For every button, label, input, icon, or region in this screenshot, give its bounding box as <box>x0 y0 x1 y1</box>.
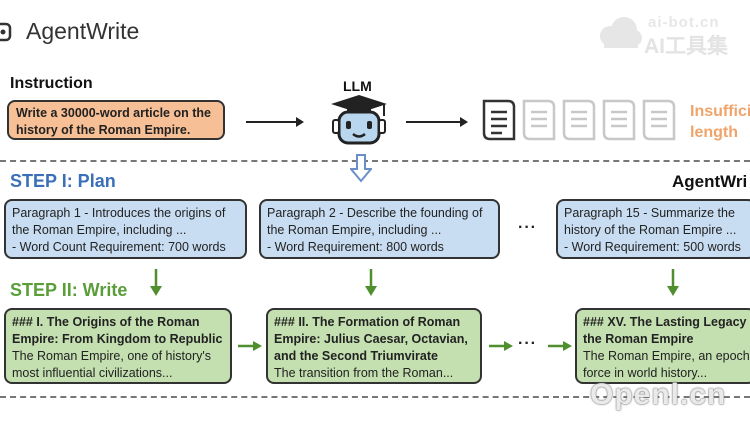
plan-line: - Word Count Requirement: 700 words <box>12 240 226 254</box>
watermark-line1: ai-bot.cn <box>648 14 720 31</box>
plan-box: Paragraph 1 - Introduces the origins of … <box>4 199 247 259</box>
plan-line: - Word Requirement: 800 words <box>267 240 444 254</box>
arrow-right-icon <box>246 117 304 127</box>
write-body-line: The transition from the Roman... <box>274 366 454 380</box>
plan-line: history of the Roman Empire ... <box>564 223 737 237</box>
plan-box: Paragraph 2 - Describe the founding of t… <box>259 199 500 259</box>
ellipsis: ··· <box>518 335 537 352</box>
dashed-divider <box>0 160 750 162</box>
arrow-right-icon <box>548 341 572 351</box>
document-icon <box>482 99 516 141</box>
plan-line: - Word Requirement: 500 words <box>564 240 741 254</box>
app-logo-icon <box>0 22 12 42</box>
instruction-line: Write a 30000-word article on the <box>16 106 211 120</box>
document-icon <box>642 99 676 141</box>
write-body-line: The Roman Empire, an epoch <box>583 349 750 363</box>
arrow-right-icon <box>489 341 513 351</box>
plan-line: the Roman Empire, including ... <box>267 223 442 237</box>
write-heading-line: Empire: Julius Caesar, Octavian, <box>274 332 468 346</box>
instruction-line: history of the Roman Empire. <box>16 123 191 137</box>
ellipsis: ··· <box>518 219 537 236</box>
write-heading-line: ### XV. The Lasting Legacy of <box>583 315 750 329</box>
document-icon <box>602 99 636 141</box>
write-box: ### II. The Formation of Roman Empire: J… <box>266 308 482 384</box>
arrow-right-icon <box>238 341 262 351</box>
document-stack <box>482 99 676 141</box>
write-heading-line: ### I. The Origins of the Roman <box>12 315 200 329</box>
write-heading-line: Empire: From Kingdom to Republic <box>12 332 223 346</box>
plan-box: Paragraph 15 - Summarize the history of … <box>556 199 750 259</box>
instruction-box: Write a 30000-word article on the histor… <box>7 100 225 140</box>
write-body-line: most influential civilizations... <box>12 366 173 380</box>
plan-line: the Roman Empire, including ... <box>12 223 187 237</box>
write-box: ### I. The Origins of the Roman Empire: … <box>4 308 232 384</box>
write-heading-line: and the Second Triumvirate <box>274 349 438 363</box>
step1-label: STEP I: Plan <box>10 171 116 191</box>
dashed-divider <box>0 396 750 398</box>
hollow-arrow-down-icon <box>350 154 372 183</box>
write-body-line: force in world history... <box>583 366 708 380</box>
arrow-down-icon <box>667 269 679 296</box>
llm-label: LLM <box>343 78 372 94</box>
document-icon <box>522 99 556 141</box>
plan-line: Paragraph 1 - Introduces the origins of <box>12 206 226 220</box>
step2-label: STEP II: Write <box>10 280 128 300</box>
arrow-right-icon <box>406 117 468 127</box>
watermark-line2: AI工具集 <box>644 35 728 58</box>
write-heading-line: the Roman Empire <box>583 332 694 346</box>
insufficient-line: length <box>690 124 738 141</box>
watermark-bottom: Openl.cn <box>590 378 727 411</box>
insufficient-line: Insuffici <box>690 103 750 120</box>
app-title: AgentWrite <box>26 18 140 44</box>
write-heading-line: ### II. The Formation of Roman <box>274 315 461 329</box>
watermark-top: ai-bot.cn AI工具集 <box>596 14 741 58</box>
write-box: ### XV. The Lasting Legacy of the Roman … <box>575 308 750 384</box>
plan-line: Paragraph 15 - Summarize the <box>564 206 735 220</box>
plan-line: Paragraph 2 - Describe the founding of <box>267 206 483 220</box>
document-icon <box>562 99 596 141</box>
agentwrite-label: AgentWri <box>672 172 748 191</box>
graduate-robot-icon <box>331 95 387 145</box>
instruction-label: Instruction <box>10 75 93 92</box>
insufficient-length-label: Insuffici length <box>690 101 750 143</box>
arrow-down-icon <box>365 269 377 296</box>
arrow-down-icon <box>150 269 162 296</box>
watermark-cloud-icon <box>600 17 642 48</box>
write-body-line: The Roman Empire, one of history's <box>12 349 211 363</box>
